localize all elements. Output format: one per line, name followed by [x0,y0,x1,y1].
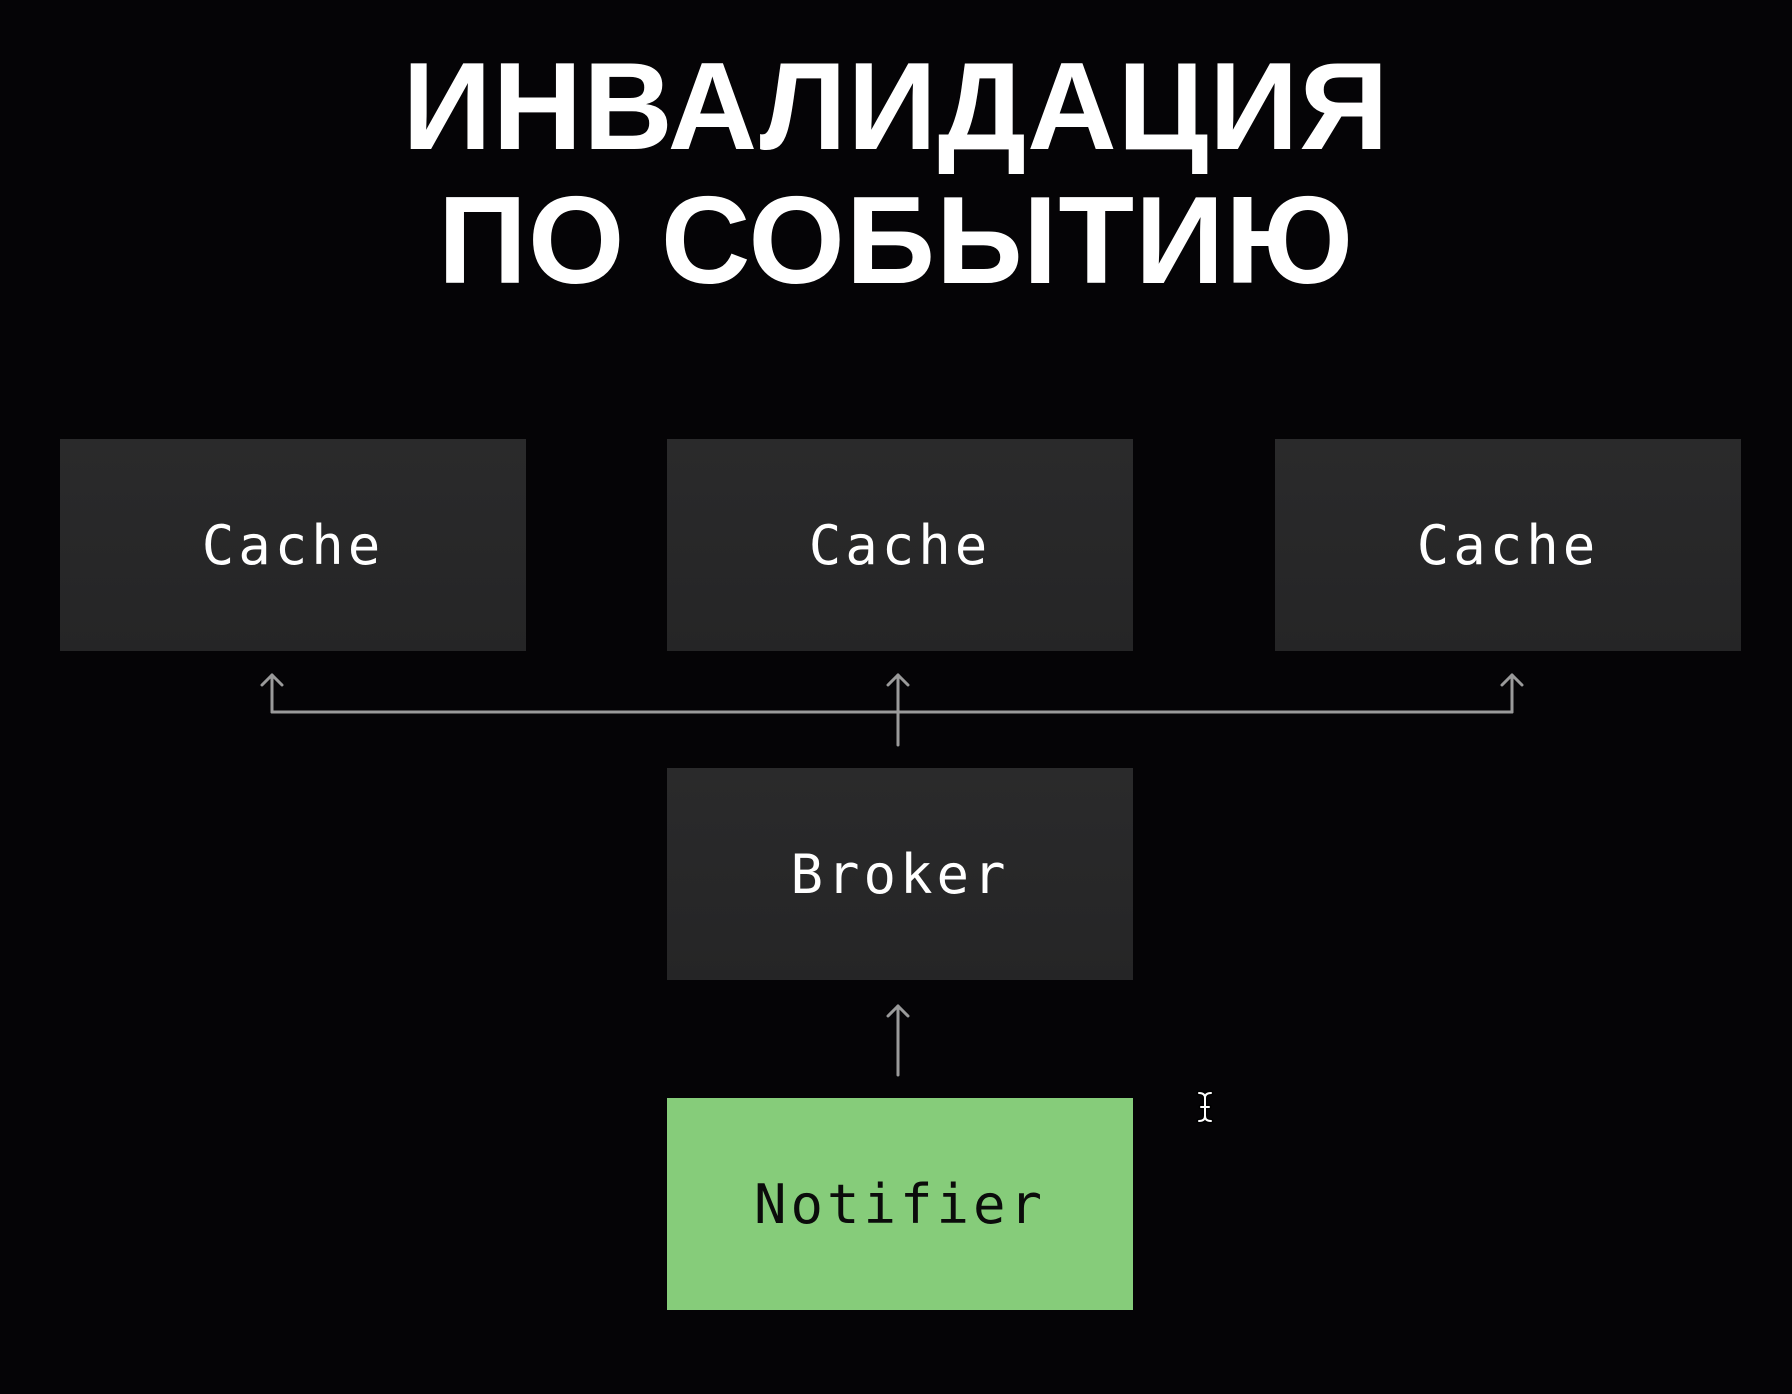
cache-node-center-label: Cache [808,513,992,577]
notifier-node: Notifier [667,1098,1133,1310]
title-line-1: ИНВАЛИДАЦИЯ [402,38,1390,176]
notifier-node-label: Notifier [753,1172,1047,1236]
arrow-up-icon [886,673,910,687]
title-line-2: ПО СОБЫТИЮ [437,172,1355,310]
text-cursor-icon [1196,1090,1214,1124]
arrow-up-icon [1500,673,1524,687]
broker-node: Broker [667,768,1133,980]
broker-node-label: Broker [790,842,1010,906]
arrow-up-icon [260,673,284,687]
slide-title: ИНВАЛИДАЦИЯ ПО СОБЫТИЮ [0,40,1792,308]
cache-node-right: Cache [1275,439,1741,651]
arrow-up-icon [886,1004,910,1018]
cache-node-left: Cache [60,439,526,651]
cache-node-right-label: Cache [1416,513,1600,577]
cache-node-left-label: Cache [201,513,385,577]
cache-node-center: Cache [667,439,1133,651]
